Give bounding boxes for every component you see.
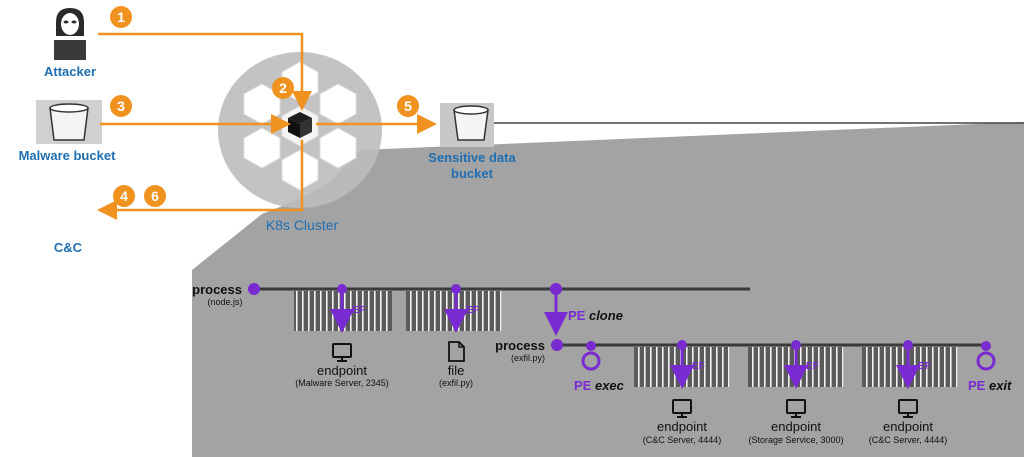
- svg-text:1: 1: [117, 9, 125, 25]
- pe-exit-loop: [976, 341, 996, 371]
- endpoint-1-label: endpoint: [317, 363, 367, 378]
- svg-text:6: 6: [151, 188, 159, 204]
- ef-block-1: EF: [294, 284, 392, 333]
- svg-text:EF: EF: [918, 361, 931, 372]
- arrow-step-1: [98, 32, 312, 111]
- step-badge-6: 6: [144, 185, 166, 207]
- monitor-icon: [332, 343, 352, 362]
- malware-bucket-icon: [36, 100, 102, 144]
- svg-text:EF: EF: [352, 305, 365, 316]
- pe-exec-loop: [581, 341, 601, 371]
- sensitive-bucket-label-line2: bucket: [451, 166, 494, 181]
- endpoint-3-label: endpoint: [771, 419, 821, 434]
- endpoint-4-sub: (C&C Server, 4444): [869, 435, 948, 445]
- step-badge-1: 1: [110, 6, 132, 28]
- svg-text:EF: EF: [466, 305, 479, 316]
- pe-clone-label: PE clone: [568, 308, 623, 323]
- cluster-label: K8s Cluster: [266, 217, 339, 233]
- ef-block-2: EF: [406, 284, 502, 333]
- file-label: file: [448, 363, 465, 378]
- ef-block-3: EF: [634, 340, 730, 389]
- cnc-label: C&C: [54, 240, 83, 255]
- pe-exec-label: PE exec: [574, 378, 625, 393]
- arrow-step-4-6: [97, 140, 304, 220]
- step-badge-2: 2: [272, 77, 294, 99]
- process-node-label: process: [192, 282, 242, 297]
- endpoint-4-label: endpoint: [883, 419, 933, 434]
- step-badge-4: 4: [113, 185, 135, 207]
- attacker-icon: [54, 8, 86, 60]
- attacker-label: Attacker: [44, 64, 96, 79]
- ef-block-4: EF: [748, 340, 844, 389]
- process-exfil-sub: (exfil.py): [511, 353, 545, 363]
- file-sub: (exfil.py): [439, 378, 473, 388]
- malware-bucket-label: Malware bucket: [19, 148, 116, 163]
- endpoint-2-label: endpoint: [657, 419, 707, 434]
- process-node-dot: [248, 283, 260, 295]
- step-badge-5: 5: [397, 95, 419, 117]
- monitor-icon: [672, 399, 692, 418]
- endpoint-3-sub: (Storage Service, 3000): [748, 435, 843, 445]
- monitor-icon: [786, 399, 806, 418]
- sensitive-bucket-label-line1: Sensitive data: [428, 150, 516, 165]
- flow-arrows: [97, 32, 437, 220]
- file-icon: [448, 341, 465, 362]
- pe-exit-label: PE exit: [968, 378, 1012, 393]
- k8s-cluster-icon: [218, 52, 382, 208]
- process-exfil-label: process: [495, 338, 545, 353]
- svg-text:2: 2: [279, 80, 287, 96]
- svg-text:5: 5: [404, 98, 412, 114]
- svg-text:4: 4: [120, 188, 128, 204]
- svg-text:EF: EF: [692, 361, 705, 372]
- monitor-icon: [898, 399, 918, 418]
- process-node-sub: (node.js): [207, 297, 242, 307]
- step-badge-3: 3: [110, 95, 132, 117]
- ef-block-5: EF: [862, 340, 958, 389]
- endpoint-2-sub: (C&C Server, 4444): [643, 435, 722, 445]
- svg-text:EF: EF: [806, 361, 819, 372]
- sensitive-bucket-icon: [440, 103, 494, 147]
- endpoint-1-sub: (Malware Server, 2345): [295, 378, 389, 388]
- process-exfil-dot: [551, 339, 563, 351]
- svg-text:3: 3: [117, 98, 125, 114]
